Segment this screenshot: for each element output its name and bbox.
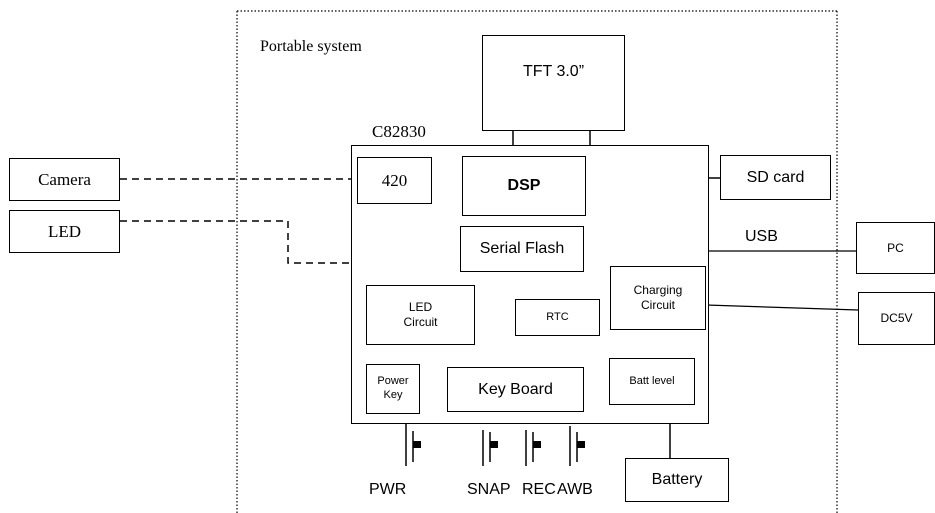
charging-circuit-block: Charging Circuit: [610, 266, 706, 330]
key-board-block: Key Board: [447, 367, 584, 412]
serial-flash-block: Serial Flash: [460, 226, 584, 272]
power-key-block: Power Key: [366, 364, 420, 414]
pwr-switch: [405, 424, 421, 466]
key-board-label: Key Board: [478, 380, 553, 398]
led-circuit-label: LED Circuit: [403, 300, 438, 329]
led-circuit-block: LED Circuit: [366, 285, 475, 345]
battery-label: Battery: [651, 471, 703, 488]
awb-button-label: AWB: [557, 481, 593, 498]
system-label: Portable system: [260, 38, 362, 55]
snap-switch: [482, 430, 498, 466]
sd-card-label: SD card: [746, 168, 805, 186]
rtc-label: RTC: [546, 310, 569, 323]
usb-label: USB: [745, 228, 778, 245]
dc5v-link: [705, 304, 859, 311]
batt-level-label: Batt level: [629, 374, 675, 387]
battery-block: Battery: [625, 458, 729, 502]
led-block: LED: [9, 210, 120, 253]
power-key-label: Power Key: [377, 375, 409, 401]
sensor-420-block: 420: [357, 157, 432, 204]
rec-switch: [525, 430, 541, 466]
dc5v-label: DC5V: [880, 311, 913, 325]
dc5v-block: DC5V: [858, 292, 935, 345]
pwr-button-label: PWR: [369, 481, 407, 498]
chip-label: C82830: [372, 122, 426, 141]
sd-card-block: SD card: [720, 155, 831, 200]
tft-display-label: TFT 3.0”: [522, 63, 585, 80]
rtc-block: RTC: [515, 299, 600, 336]
snap-button-label: SNAP: [467, 481, 511, 498]
dsp-label: DSP: [507, 177, 541, 194]
pc-label: PC: [887, 240, 904, 255]
charging-circuit-label: Charging Circuit: [633, 283, 683, 312]
pc-block: PC: [856, 222, 935, 274]
led-label: LED: [47, 221, 82, 241]
tft-display-block: TFT 3.0”: [482, 35, 625, 131]
serial-flash-label: Serial Flash: [479, 240, 565, 257]
dsp-block: DSP: [462, 156, 586, 216]
camera-block: Camera: [9, 158, 120, 201]
rec-button-label: REC: [522, 481, 556, 498]
awb-switch: [569, 426, 585, 466]
sensor-420-label: 420: [381, 170, 408, 190]
batt-level-block: Batt level: [609, 358, 695, 405]
camera-label: Camera: [38, 169, 91, 189]
led-link: [120, 220, 403, 285]
